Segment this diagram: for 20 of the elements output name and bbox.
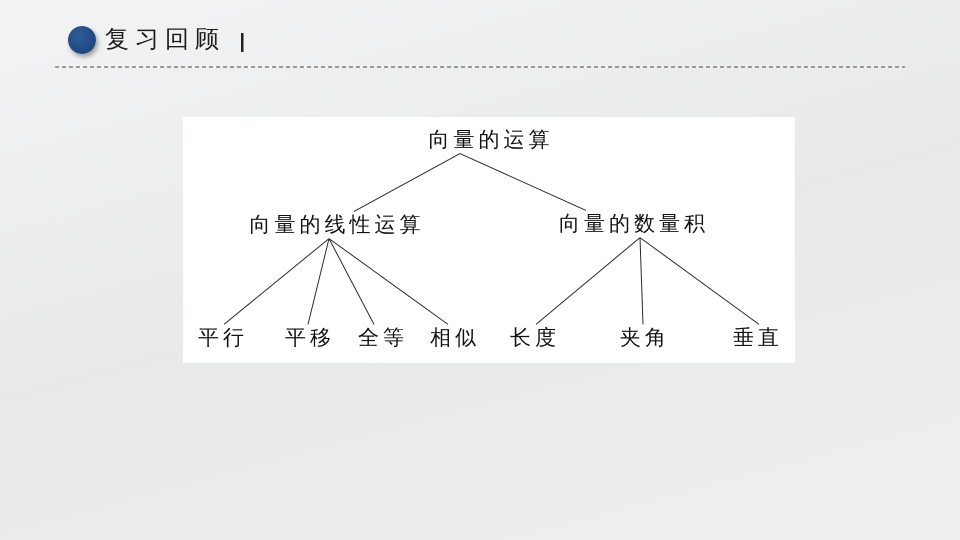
concept-label: 向量的线性运算	[246, 211, 424, 239]
connector-line	[640, 237, 644, 325]
connector-line	[536, 237, 640, 325]
connector-line	[354, 153, 460, 212]
concept-label: 长度	[506, 324, 560, 352]
connector-line	[460, 153, 586, 211]
concept-label: 向量的运算	[424, 126, 554, 154]
connector-line	[328, 238, 448, 325]
concept-label: 平行	[194, 324, 248, 352]
concept-label: 相似	[426, 324, 480, 352]
concept-label: 平移	[281, 324, 335, 352]
connector-line	[308, 238, 330, 325]
concept-label: 全等	[354, 324, 408, 352]
concept-label: 夹角	[616, 324, 670, 352]
connector-line	[640, 237, 760, 325]
connector-line	[328, 238, 374, 325]
concept-label: 向量的数量积	[555, 210, 709, 238]
concept-label: 垂直	[729, 324, 783, 352]
connector-line	[224, 238, 330, 325]
page-title: 复习回顾	[105, 26, 225, 55]
